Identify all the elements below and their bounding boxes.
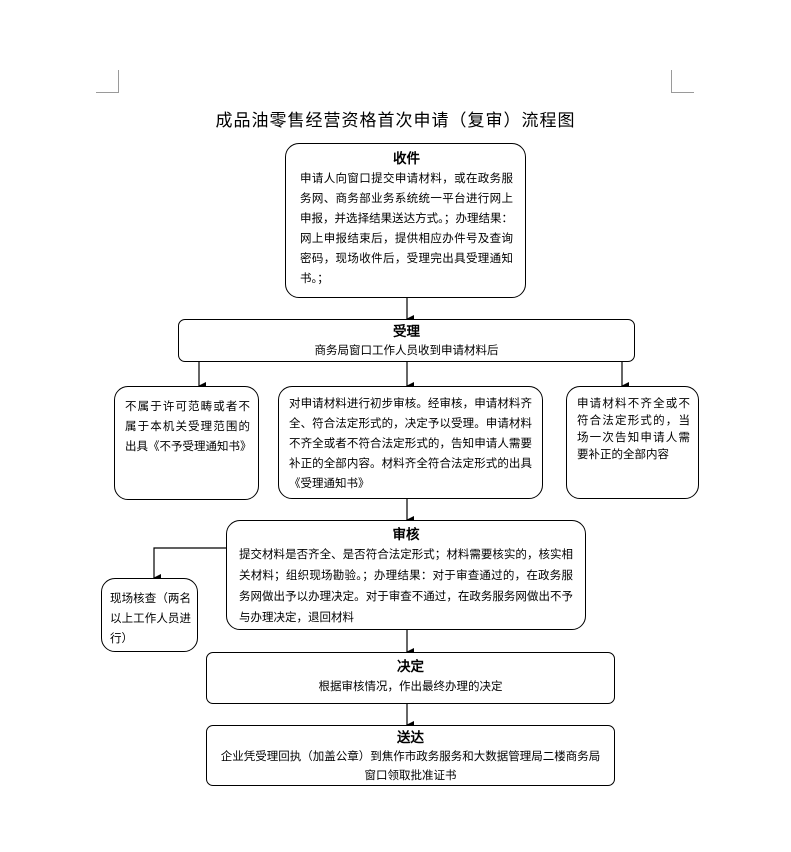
step-deliver-heading: 送达: [397, 730, 424, 746]
step-accept: 受理 商务局窗口工作人员收到申请材料后: [178, 319, 635, 362]
page-corner-mark-right: [671, 70, 694, 93]
step-examine-heading: 审核: [392, 527, 420, 543]
step-receive-text: 申请人向窗口提交申请材料，或在政务服务网、商务部业务系统统一平台进行网上申报，并…: [300, 171, 513, 285]
branch-incomplete-materials: 申请材料不齐全或不符合法定形式的，当场一次告知申请人需要补正的全部内容: [566, 386, 699, 499]
branch-initial-review-text: 对申请材料进行初步审核。经审核，申请材料齐全、符合法定形式的，决定予以受理。申请…: [289, 396, 532, 490]
step-decide: 决定 根据审核情况，作出最终办理的决定: [206, 652, 615, 704]
step-examine: 审核 提交材料是否齐全、是否符合法定形式；材料需要核实的，核实相关材料；组织现场…: [226, 520, 586, 630]
flowchart-title: 成品油零售经营资格首次申请（复审）流程图: [215, 111, 576, 131]
step-accept-heading: 受理: [393, 324, 420, 340]
step-receive-heading: 收件: [393, 151, 420, 167]
arrow-examine-to-site-check: [153, 547, 226, 582]
step-decide-text: 根据审核情况，作出最终办理的决定: [318, 679, 503, 693]
step-examine-text: 提交材料是否齐全、是否符合法定形式；材料需要核实的，核实相关材料；组织现场勘验。…: [239, 547, 573, 624]
page-corner-mark-left: [96, 70, 119, 93]
step-decide-heading: 决定: [397, 659, 424, 675]
step-accept-text: 商务局窗口工作人员收到申请材料后: [314, 343, 499, 357]
step-deliver: 送达 企业凭受理回执（加盖公章）到焦作市政务服务和大数据管理局二楼商务局窗口领取…: [206, 725, 615, 786]
branch-site-check: 现场核查（两名以上工作人员进行）: [101, 578, 198, 652]
branch-site-check-text: 现场核查（两名以上工作人员进行）: [110, 591, 191, 645]
branch-not-accepted-text: 不属于许可范畴或者不属于本机关受理范围的出具《不予受理通知书》: [125, 399, 252, 453]
step-receive: 收件 申请人向窗口提交申请材料，或在政务服务网、商务部业务系统统一平台进行网上申…: [285, 143, 526, 298]
branch-incomplete-materials-text: 申请材料不齐全或不符合法定形式的，当场一次告知申请人需要补正的全部内容: [577, 396, 690, 461]
branch-not-accepted: 不属于许可范畴或者不属于本机关受理范围的出具《不予受理通知书》: [114, 386, 259, 500]
branch-initial-review: 对申请材料进行初步审核。经审核，申请材料齐全、符合法定形式的，决定予以受理。申请…: [278, 386, 543, 499]
step-deliver-text: 企业凭受理回执（加盖公章）到焦作市政务服务和大数据管理局二楼商务局窗口领取批准证…: [220, 749, 601, 782]
